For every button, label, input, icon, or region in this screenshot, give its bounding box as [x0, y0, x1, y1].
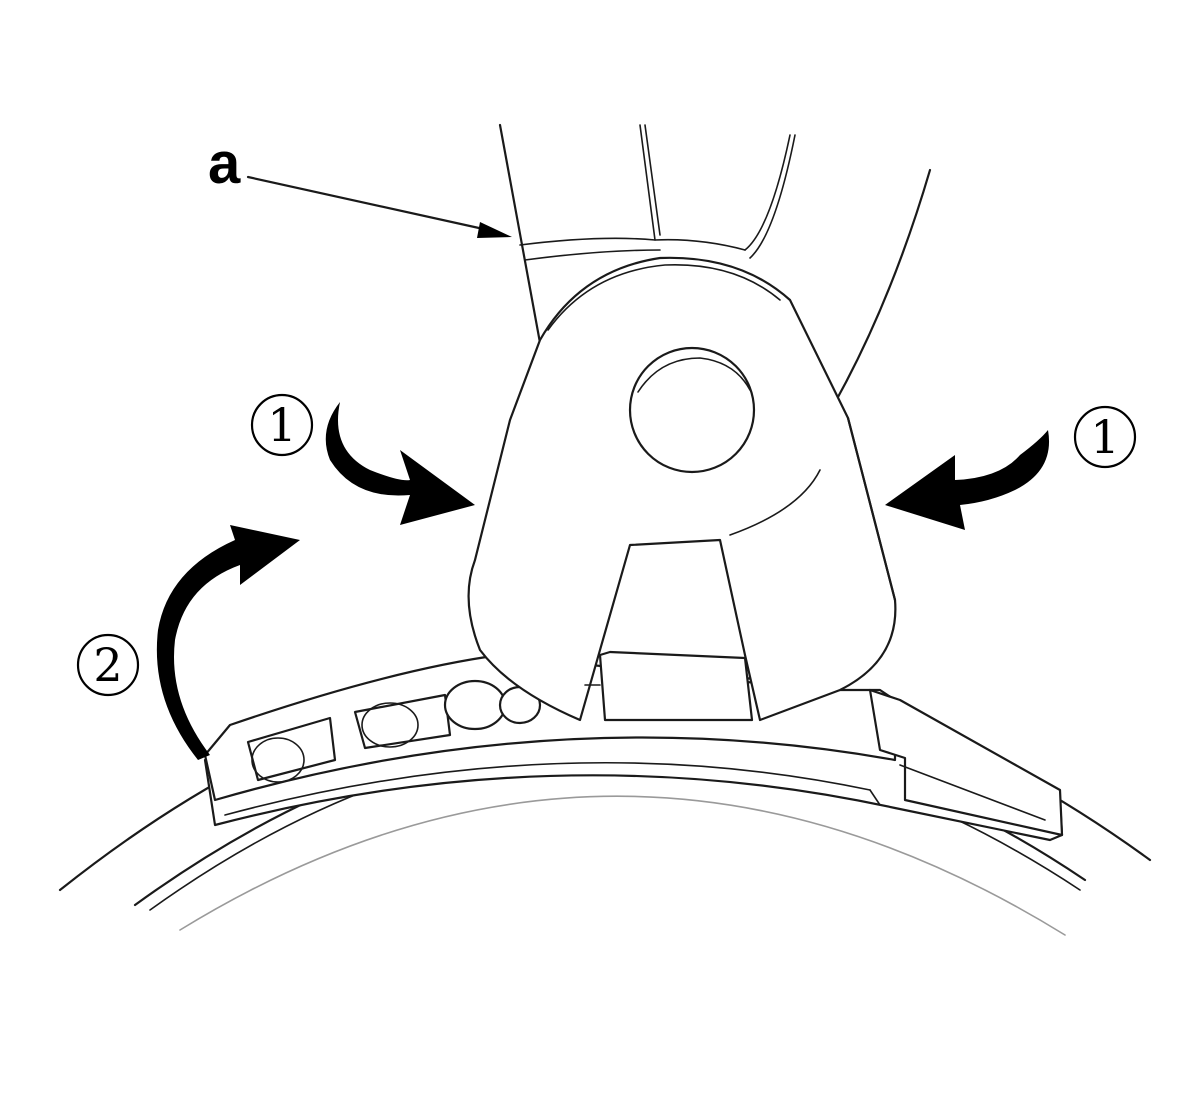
pliers-tip: [598, 650, 754, 722]
clamp-hole: [443, 679, 507, 731]
pliers: [467, 123, 932, 722]
callout-2-number: 2: [93, 638, 122, 692]
clamp-tab: [868, 688, 1064, 837]
lift-arrow: [156, 525, 300, 760]
callout-1-left: 1: [250, 393, 314, 457]
callout-1-right: 1: [1073, 405, 1137, 469]
callout-1-left-number: 1: [267, 398, 296, 452]
squeeze-arrow-right: [885, 430, 1050, 530]
label-a: a: [208, 131, 241, 196]
pivot-rivet: [628, 346, 756, 474]
squeeze-arrow-left: [325, 402, 475, 525]
callout-1-right-number: 1: [1090, 410, 1119, 464]
label-a-leader: [246, 175, 512, 238]
callout-2: 2: [76, 633, 140, 697]
clamp-hole: [246, 716, 337, 782]
clamp-hole: [353, 693, 452, 750]
